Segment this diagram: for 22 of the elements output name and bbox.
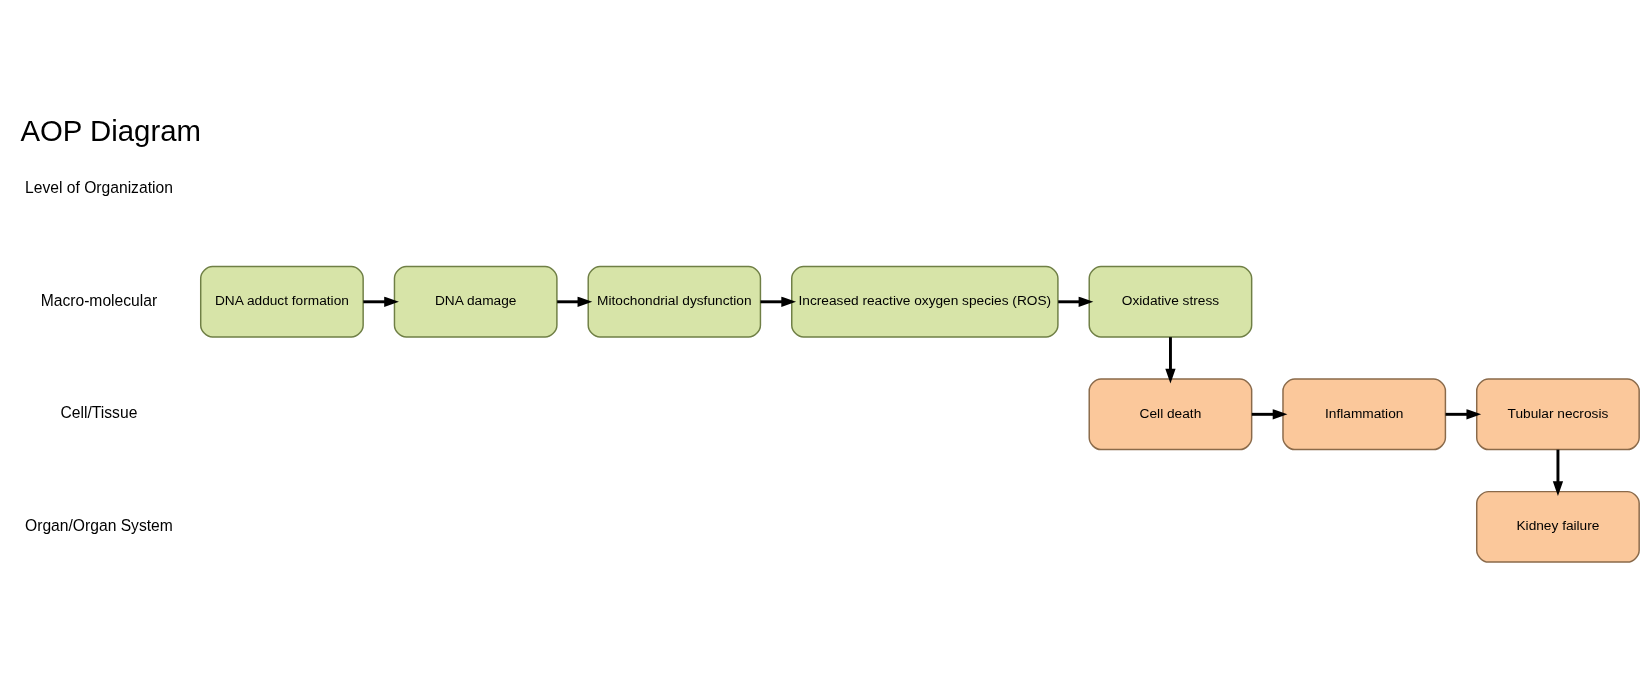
arrow	[1251, 409, 1288, 420]
node-box: DNA damage	[393, 265, 558, 338]
node-box: Increased reactive oxygen species (ROS)	[791, 265, 1059, 338]
arrow	[363, 296, 399, 307]
arrow	[1058, 296, 1094, 307]
label: Level of Organization	[25, 178, 173, 196]
label: Organ/Organ System	[25, 516, 173, 534]
node-box: Oxidative stress	[1088, 265, 1253, 338]
arrow	[1552, 449, 1564, 496]
node-box: Mitochondrial dysfunction	[587, 265, 762, 338]
node-box: Inflammation	[1282, 378, 1447, 451]
arrow	[557, 296, 593, 307]
arrow	[760, 296, 797, 307]
diagram-title: AOP Diagram	[20, 114, 201, 148]
node-box: Kidney failure	[1476, 490, 1640, 563]
node-box: Tubular necrosis	[1476, 378, 1640, 451]
arrow	[1445, 409, 1482, 420]
label: Macro-molecular	[40, 291, 158, 309]
node-box: Cell death	[1088, 378, 1253, 451]
arrow	[1165, 337, 1176, 384]
label: Cell/Tissue	[60, 404, 138, 422]
node-box: DNA adduct formation	[199, 265, 364, 338]
